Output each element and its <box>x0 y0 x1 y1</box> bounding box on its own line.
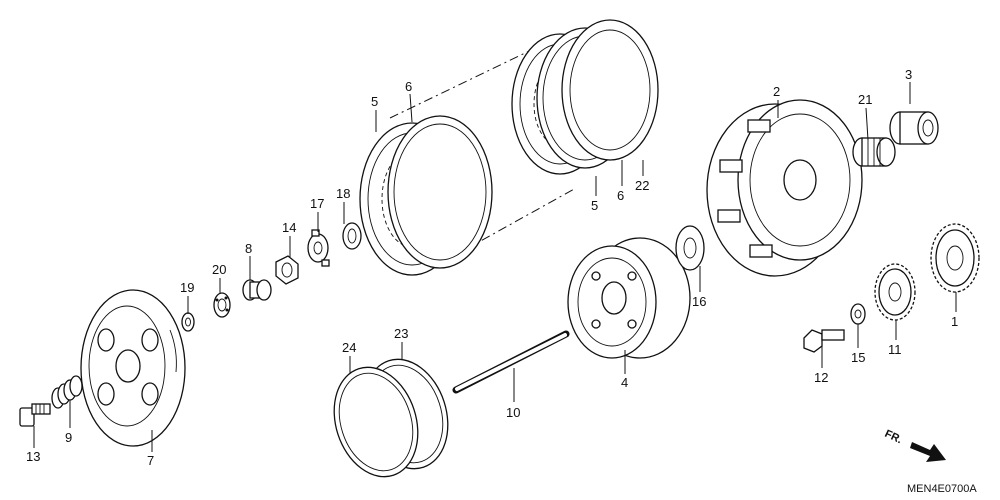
lock-washer-part-17 <box>307 229 330 267</box>
callout-6b: 6 <box>617 188 624 203</box>
callout-7: 7 <box>147 453 154 468</box>
callout-24: 24 <box>342 340 356 355</box>
callout-20: 20 <box>212 262 226 277</box>
washer-part-18 <box>342 222 362 250</box>
callout-1: 1 <box>951 314 958 329</box>
bolt-part-13 <box>19 403 51 427</box>
callout-labels: 1 2 3 4 5 5 6 6 7 8 9 10 11 12 13 14 15 … <box>26 67 958 468</box>
callout-6a: 6 <box>405 79 412 94</box>
clutch-outer-part-2 <box>706 99 863 277</box>
needle-bearing-part-21 <box>852 137 896 167</box>
lock-nut-part-14 <box>275 255 299 285</box>
spring-part-9 <box>51 375 83 409</box>
callout-12: 12 <box>814 370 828 385</box>
callout-19: 19 <box>180 280 194 295</box>
bolt-part-12 <box>803 329 845 353</box>
callout-18: 18 <box>336 186 350 201</box>
callout-8: 8 <box>245 241 252 256</box>
clutch-center-part-4 <box>567 237 691 359</box>
callout-23: 23 <box>394 326 408 341</box>
gear-part-1 <box>930 223 980 293</box>
clutch-plate-part-6-left <box>387 115 493 269</box>
callout-13: 13 <box>26 449 40 464</box>
callout-21: 21 <box>858 92 872 107</box>
callout-16: 16 <box>692 294 706 309</box>
diagram-code: MEN4E0700A <box>907 483 977 495</box>
front-direction-marker: FR. <box>883 428 946 462</box>
lifter-piece-part-8 <box>242 279 272 301</box>
bushing-part-3 <box>889 111 939 145</box>
front-arrow-icon <box>910 442 946 462</box>
callout-5a: 5 <box>371 94 378 109</box>
leader-lines <box>33 82 957 452</box>
callout-15: 15 <box>851 350 865 365</box>
pressure-plate-part-7 <box>80 289 186 447</box>
o-ring-part-24 <box>333 366 419 478</box>
callout-2: 2 <box>773 84 780 99</box>
bearing-part-20 <box>213 292 231 318</box>
push-rod-part-10 <box>452 330 570 394</box>
callout-4: 4 <box>621 375 628 390</box>
callout-5b: 5 <box>591 198 598 213</box>
callout-17: 17 <box>310 196 324 211</box>
washer-part-19 <box>181 312 195 332</box>
front-label: FR. <box>883 428 904 446</box>
callout-11: 11 <box>888 342 902 357</box>
callout-14: 14 <box>282 220 296 235</box>
gear-part-11 <box>874 263 916 321</box>
callout-3: 3 <box>905 67 912 82</box>
washer-part-15 <box>850 303 866 325</box>
friction-disk-part-22 <box>561 19 659 161</box>
callout-10: 10 <box>506 405 520 420</box>
thrust-washer-part-16 <box>675 225 705 271</box>
callout-9: 9 <box>65 430 72 445</box>
callout-22: 22 <box>635 178 649 193</box>
